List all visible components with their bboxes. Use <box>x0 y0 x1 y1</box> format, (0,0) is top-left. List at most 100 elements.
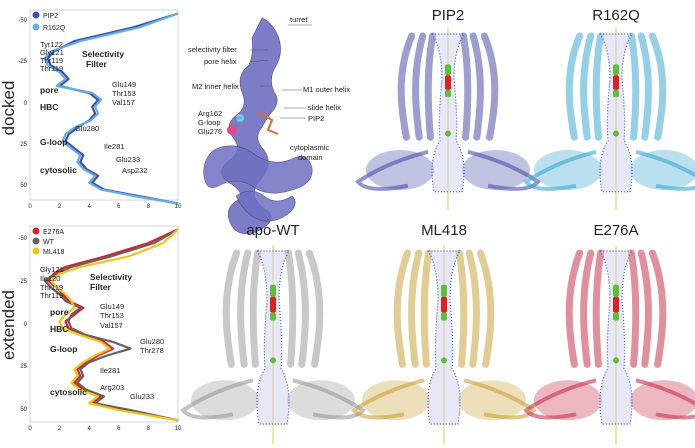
y-tick-label: 0 <box>24 322 28 328</box>
pore-wide-segment <box>445 64 451 76</box>
region-label: HBC <box>40 102 58 112</box>
pore-surface <box>598 250 634 425</box>
residue-label: Glu149 <box>112 80 136 89</box>
series-line-wt <box>43 228 179 422</box>
x-tick-labels: 0 2 4 6 8 10 <box>28 426 182 432</box>
cytoplasmic-domain <box>630 149 695 190</box>
residue-label: Gly121 <box>40 265 64 274</box>
y-tick-label: 0 <box>24 101 28 107</box>
y-tick-label: 50 <box>20 183 27 189</box>
helix <box>237 249 252 368</box>
pore-constriction <box>270 296 276 313</box>
residue-label: Thr153 <box>112 89 136 98</box>
residue-label: Glu280 <box>75 124 99 133</box>
helix <box>565 32 584 141</box>
structure-panel-ml418 <box>351 245 537 444</box>
region-labels: Selectivity Filter pore HBC G-loop cytos… <box>50 272 132 397</box>
legend-marker-r162q <box>32 23 40 31</box>
residue-label: Glu149 <box>100 302 124 311</box>
panel-title-apo-wt: apo-WT <box>246 222 299 239</box>
x-tick-label: 0 <box>28 426 32 432</box>
series-line-pip2 <box>46 12 179 205</box>
helix <box>627 249 640 368</box>
structure-panel-apo-wt <box>180 245 366 444</box>
pore-surface <box>598 33 634 193</box>
helix <box>412 32 427 141</box>
y-tick-label: -25 <box>18 59 27 65</box>
x-tick-label: 4 <box>88 204 92 210</box>
region-label: HBC <box>50 324 68 334</box>
residue-label: Thr119 <box>40 291 63 300</box>
row-label-docked: docked <box>0 81 18 136</box>
helix <box>222 249 241 368</box>
structure-label: G-loop <box>198 118 221 127</box>
residue-label: Thr119 <box>40 64 63 73</box>
helix <box>459 32 472 141</box>
panel-title-r162q: R162Q <box>592 7 640 24</box>
legend-label: R162Q <box>43 25 66 32</box>
structure-label: Arg162 <box>198 109 222 118</box>
legend-label: PIP2 <box>43 13 58 20</box>
helix <box>420 249 433 368</box>
chart-series-group <box>43 228 179 422</box>
legend-marker-pip2 <box>32 11 40 19</box>
helix <box>637 249 652 368</box>
cytoplasmic-domain <box>630 380 695 421</box>
y-tick-label: -25 <box>18 279 27 285</box>
chart-series-group <box>43 12 179 205</box>
residue-label: Thr278 <box>140 346 164 355</box>
y-tick-label: 50 <box>20 407 27 413</box>
region-label: Selectivity <box>90 272 132 282</box>
residue-label: Ile281 <box>100 366 120 375</box>
structure-leader-lines <box>234 24 312 119</box>
structure-label: Glu276 <box>198 127 222 136</box>
structure-panels <box>180 28 695 444</box>
helix <box>424 32 437 141</box>
structure-panel-r162q <box>523 28 695 210</box>
x-tick-label: 0 <box>28 204 32 210</box>
pore-wide-segment <box>445 89 451 98</box>
cytoplasmic-domain <box>534 380 602 421</box>
legend: E276A WT ML418 <box>32 227 65 256</box>
loop-ribbon <box>635 149 695 191</box>
y-tick-labels: -50 -25 0 25 50 <box>18 236 27 413</box>
pore-constriction <box>441 296 447 313</box>
helix <box>408 249 423 368</box>
helix <box>476 249 495 368</box>
helix <box>465 249 480 368</box>
loop-ribbon <box>523 378 597 420</box>
x-tick-label: 2 <box>58 426 62 432</box>
pip2-ligand <box>257 111 279 135</box>
legend-marker-wt <box>32 237 40 245</box>
x-tick-label: 6 <box>117 426 121 432</box>
pore-wide-segment <box>613 312 619 321</box>
pore-wide-segment <box>613 64 619 76</box>
structure-labels: turret selectivity filter pore helix M2 … <box>188 15 350 162</box>
region-label: cytosolic <box>50 387 87 397</box>
helix <box>455 249 468 368</box>
loop-ribbon <box>180 378 254 420</box>
region-label: pore <box>50 307 69 317</box>
loop-ribbon <box>635 378 695 420</box>
y-tick-label: 25 <box>20 364 27 370</box>
loop-ribbon <box>292 378 366 420</box>
series-line-ml418 <box>49 228 179 422</box>
loop-ribbon <box>355 149 429 191</box>
x-tick-labels: 0 2 4 6 8 10 <box>28 204 182 210</box>
cytoplasmic-domain <box>458 380 526 421</box>
helix <box>637 32 652 141</box>
helix <box>592 249 605 368</box>
region-label: G-loop <box>50 344 77 354</box>
residue-label: Glu233 <box>116 155 140 164</box>
loop-ribbon <box>463 378 537 420</box>
x-tick-label: 4 <box>88 426 92 432</box>
row-label-extended: extended <box>0 290 18 360</box>
legend-label: ML418 <box>43 249 65 256</box>
residue-label: Thr119 <box>40 283 63 292</box>
chart-axes-frame <box>29 225 179 423</box>
region-label: Filter <box>86 59 107 69</box>
region-label: pore <box>40 85 59 95</box>
residue-label: Ile120 <box>40 274 60 283</box>
residue-label: Glu280 <box>140 337 164 346</box>
structure-label: domain <box>298 153 323 162</box>
